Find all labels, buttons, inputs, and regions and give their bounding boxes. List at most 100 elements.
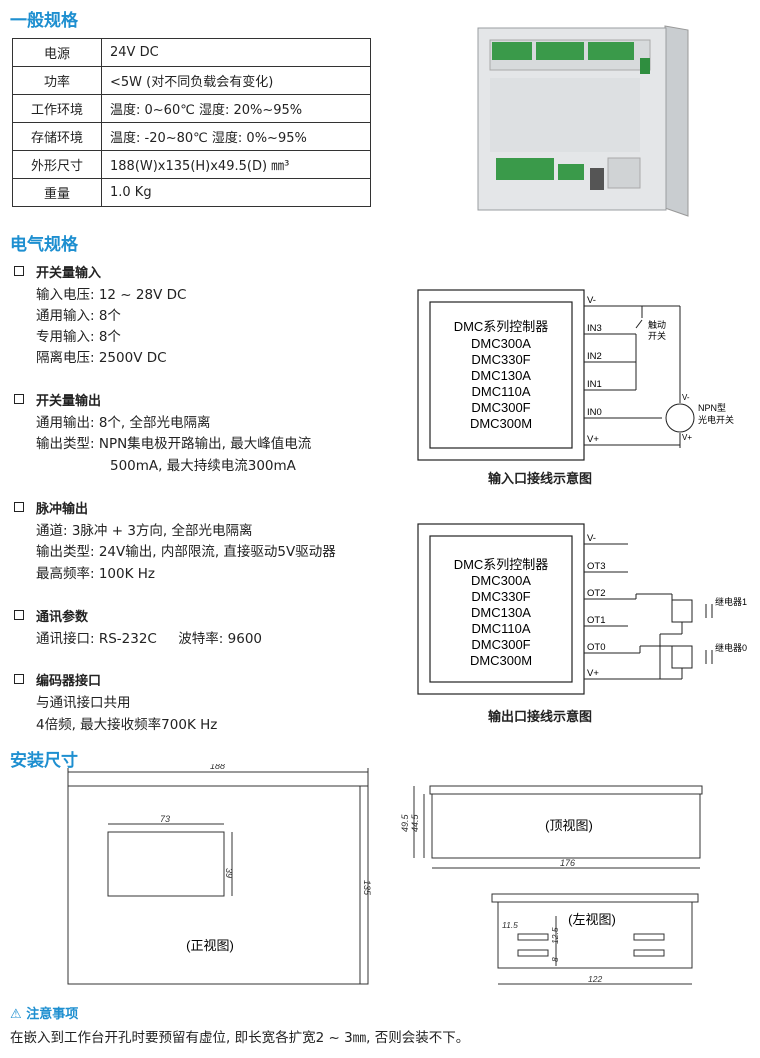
dim-label: 188: [210, 764, 225, 771]
pin-label: IN2: [587, 351, 602, 362]
top-view-drawing: 49.5 44.5 176 (顶视图): [400, 785, 703, 869]
view-label: (顶视图): [545, 818, 593, 833]
dim-label: 11.5: [502, 920, 518, 930]
view-label: (正视图): [186, 938, 234, 953]
dim-label: 12.5: [550, 927, 560, 944]
text-line: 输出类型: NPN集电极开路输出, 最大峰值电流: [36, 436, 312, 452]
spec-key: 存储环境: [12, 122, 102, 151]
dim-label: 176: [560, 858, 575, 868]
output-wiring-diagram: DMC系列控制器 DMC300A DMC330F DMC130A DMC110A…: [417, 523, 747, 695]
switch-label: 开关: [648, 330, 666, 341]
text-line: 4倍频, 最大接收频率700K Hz: [36, 717, 218, 733]
spec-key: 外形尺寸: [12, 150, 102, 179]
input-wiring-diagram: DMC系列控制器 DMC300A DMC330F DMC130A DMC110A…: [417, 289, 734, 461]
model-label: DMC300M: [470, 653, 532, 668]
output-diagram-caption: 输出口接线示意图: [488, 710, 593, 725]
text-line: 500mA, 最大持续电流300mA: [110, 458, 296, 474]
dim-label: 39: [224, 868, 234, 878]
text-line: 隔离电压: 2500V DC: [36, 350, 167, 366]
relay-label: 继电器0: [715, 642, 747, 653]
bullet-comm-params: 通讯参数: [14, 606, 88, 625]
npn-label: NPN型: [698, 403, 726, 413]
spec-value: 温度: -20~80℃ 湿度: 0%~95%: [101, 122, 371, 151]
model-label: DMC330F: [471, 352, 530, 367]
text-line: 通道: 3脉冲 + 3方向, 全部光电隔离: [36, 523, 253, 539]
section-title-general: 一般规格: [10, 11, 78, 31]
model-label: DMC300A: [471, 336, 531, 351]
model-label: DMC系列控制器: [454, 557, 549, 572]
pin-label: OT2: [587, 588, 605, 599]
bullet-pulse-output: 脉冲输出: [14, 498, 88, 517]
relay-label: 继电器1: [715, 596, 747, 607]
model-label: DMC110A: [471, 384, 530, 399]
pin-label: V+: [587, 668, 599, 679]
text-line: 与通讯接口共用: [36, 695, 131, 711]
bullet-encoder: 编码器接口: [14, 670, 101, 689]
controller-photo: [477, 25, 689, 217]
pin-label: OT1: [587, 615, 605, 626]
spec-key: 重量: [12, 178, 102, 207]
table-row: 功率<5W (对不同负载会有变化): [12, 66, 371, 95]
spec-key: 功率: [12, 66, 102, 95]
note-text: 在嵌入到工作台开孔时要预留有虚位, 即长宽各扩宽2 ~ 3㎜, 否则会装不下。: [10, 1030, 470, 1046]
spec-value: 1.0 Kg: [101, 178, 371, 207]
spec-value: 24V DC: [101, 38, 371, 67]
spec-key: 工作环境: [12, 94, 102, 123]
terminal-block-top: [492, 42, 634, 60]
dim-label: 135: [362, 880, 372, 896]
spec-value: 188(W)x135(H)x49.5(D) ㎜³: [101, 150, 371, 179]
text-line: 最高频率: 100K Hz: [36, 566, 155, 582]
pin-label: IN1: [587, 379, 602, 390]
text-line: 通讯接口: RS-232C 波特率: 9600: [36, 631, 263, 647]
switch-label: 触动: [648, 319, 666, 330]
note-title: 注意事项: [26, 1007, 79, 1022]
dim-label: 8: [550, 957, 560, 962]
npn-pin: V+: [682, 433, 692, 442]
terminal-block-bottom: [496, 158, 584, 180]
note-heading: ⚠ 注意事项: [10, 1003, 78, 1022]
pin-label: V-: [587, 533, 596, 544]
dim-label: 44.5: [410, 813, 420, 832]
model-label: DMC130A: [471, 368, 531, 383]
model-label: DMC110A: [471, 621, 530, 636]
model-label: DMC330F: [471, 589, 530, 604]
dim-label: 122: [588, 974, 602, 984]
bullet-switch-output: 开关量输出: [14, 390, 101, 409]
view-label: (左视图): [568, 912, 616, 927]
model-label: DMC系列控制器: [454, 319, 549, 334]
model-label: DMC300M: [470, 416, 532, 431]
spec-value: 温度: 0~60℃ 湿度: 20%~95%: [101, 94, 371, 123]
text-line: 通用输入: 8个: [36, 308, 121, 324]
pin-label: V+: [587, 434, 599, 445]
spec-value: <5W (对不同负载会有变化): [101, 66, 371, 95]
dim-label: 73: [160, 814, 170, 824]
pin-label: V-: [587, 295, 596, 306]
pin-label: IN3: [587, 323, 602, 334]
pin-label: OT3: [587, 561, 605, 572]
pin-label: OT0: [587, 642, 605, 653]
section-title-electrical: 电气规格: [10, 235, 78, 255]
section-title-install: 安装尺寸: [10, 751, 78, 771]
model-label: DMC300F: [471, 637, 530, 652]
table-row: 工作环境温度: 0~60℃ 湿度: 20%~95%: [12, 94, 371, 123]
table-row: 存储环境温度: -20~80℃ 湿度: 0%~95%: [12, 122, 371, 151]
text-line: 专用输入: 8个: [36, 329, 121, 345]
front-view-drawing: 188 73 39 135 (正视图): [67, 764, 372, 985]
dim-label: 49.5: [400, 813, 410, 832]
model-label: DMC300F: [471, 400, 530, 415]
bullet-switch-input: 开关量输入: [14, 262, 101, 281]
model-label: DMC130A: [471, 605, 531, 620]
text-line: 输出类型: 24V输出, 内部限流, 直接驱动5V驱动器: [36, 544, 336, 560]
text-line: 输入电压: 12 ~ 28V DC: [36, 287, 187, 303]
npn-pin: V-: [682, 393, 690, 402]
spec-key: 电源: [12, 38, 102, 67]
pin-label: IN0: [587, 407, 602, 418]
text-line: 通用输出: 8个, 全部光电隔离: [36, 415, 211, 431]
npn-label: 光电开关: [698, 414, 734, 425]
input-diagram-caption: 输入口接线示意图: [488, 472, 593, 487]
left-view-drawing: 11.5 12.5 8 122 (左视图): [491, 893, 699, 985]
